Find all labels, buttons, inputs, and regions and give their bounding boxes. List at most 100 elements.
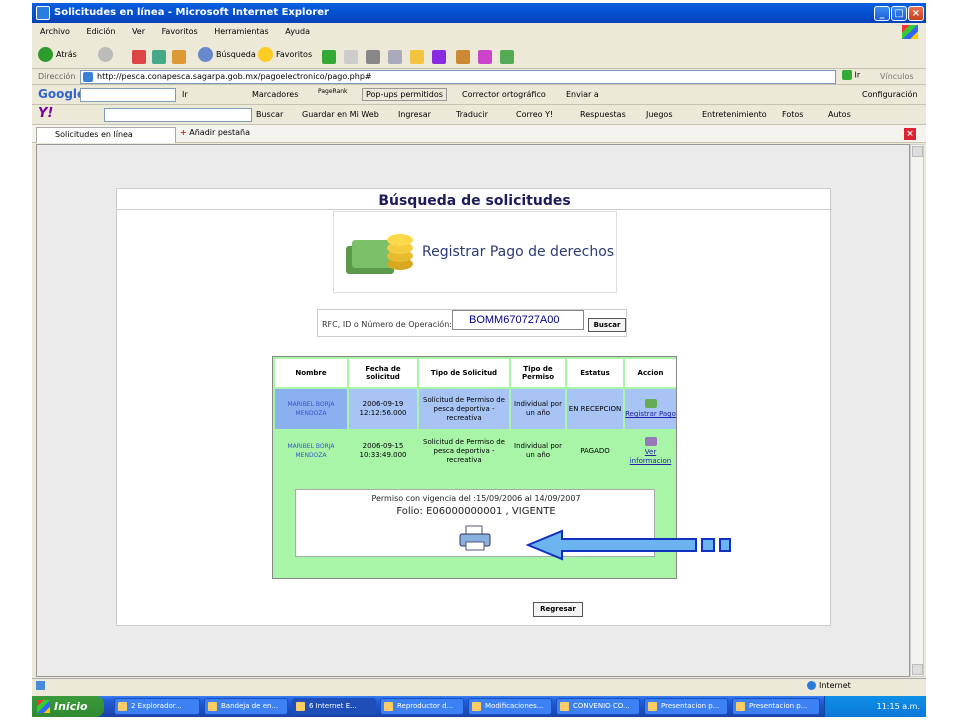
task-ie[interactable]: 6 Internet E... — [292, 698, 376, 715]
menu-ver[interactable]: Ver — [131, 27, 146, 36]
col-estatus: Estatus — [567, 359, 623, 387]
taskbar: Inicio 2 Explorador... Bandeja de en... … — [32, 696, 926, 717]
forward-button[interactable] — [98, 47, 116, 63]
task-ppt-1[interactable]: Presentacion p... — [644, 698, 728, 715]
presentation-icon — [648, 702, 657, 711]
menu-herramientas[interactable]: Herramientas — [214, 27, 269, 36]
type-cell: Solicitud de Permiso de pesca deportiva … — [419, 431, 509, 471]
close-button[interactable]: × — [908, 6, 924, 21]
col-accion: Accion — [625, 359, 676, 387]
google-ir[interactable]: Ir — [182, 90, 188, 99]
address-input[interactable]: http://pesca.conapesca.sagarpa.gob.mx/pa… — [80, 70, 836, 84]
yahoo-buscar-button[interactable]: Buscar — [256, 110, 284, 119]
send-to-button[interactable]: Enviar a — [566, 90, 599, 99]
register-payment-banner[interactable]: Registrar Pago de derechos — [333, 211, 617, 293]
table-row: MARIBEL BORJA MENDOZA 2006-09-19 12:12:5… — [275, 389, 676, 429]
close-tab-button[interactable]: × — [904, 128, 916, 140]
pagerank-indicator: PageRank — [318, 88, 348, 95]
forward-arrow-icon — [98, 47, 113, 62]
search-icon — [198, 47, 213, 62]
go-button[interactable]: Ir — [842, 70, 860, 80]
money-icon — [644, 399, 657, 408]
edit-icon[interactable] — [388, 50, 402, 64]
msn-icon[interactable] — [478, 50, 492, 64]
research-icon[interactable] — [456, 50, 470, 64]
people-icon[interactable] — [500, 50, 514, 64]
scroll-down-icon[interactable] — [912, 664, 923, 675]
table-header: Nombre Fecha de solicitud Tipo de Solici… — [275, 359, 676, 387]
vertical-scrollbar[interactable] — [910, 144, 924, 677]
task-player[interactable]: Reproductor d... — [380, 698, 464, 715]
back-button-page[interactable]: Regresar — [533, 602, 583, 617]
printer-icon[interactable] — [458, 524, 492, 552]
photos-button[interactable]: Fotos — [782, 110, 804, 119]
stop-icon[interactable] — [132, 50, 146, 64]
maximize-button[interactable]: □ — [891, 6, 907, 21]
scroll-up-icon[interactable] — [912, 146, 923, 157]
autos-button[interactable]: Autos — [828, 110, 851, 119]
system-tray: 11:15 a.m. — [824, 696, 926, 717]
games-button[interactable]: Juegos — [646, 110, 673, 119]
tab-bar: Solicitudes en línea + Añadir pestaña × — [32, 125, 926, 143]
task-explorer[interactable]: 2 Explorador... — [114, 698, 200, 715]
back-button[interactable]: Atrás — [38, 47, 77, 63]
folder-icon[interactable] — [410, 50, 424, 64]
task-inbox[interactable]: Bandeja de en... — [204, 698, 288, 715]
tab-solicitudes[interactable]: Solicitudes en línea — [36, 127, 176, 143]
task-ppt-2[interactable]: Presentacion p... — [732, 698, 820, 715]
popups-button[interactable]: Pop-ups permitidos — [362, 88, 447, 101]
add-tab-button[interactable]: + Añadir pestaña — [180, 128, 251, 137]
menu-archivo[interactable]: Archivo — [40, 27, 70, 36]
search-input[interactable]: BOMM670727A00 — [452, 310, 584, 330]
print-icon[interactable] — [366, 50, 380, 64]
page-title: Búsqueda de solicitudes — [378, 193, 571, 209]
messenger-icon[interactable] — [432, 50, 446, 64]
col-fecha: Fecha de solicitud — [349, 359, 417, 387]
history-icon[interactable] — [322, 50, 336, 64]
register-payment-link[interactable]: Registrar Pago — [625, 410, 676, 418]
task-word-2[interactable]: CONVENIO CO... — [556, 698, 640, 715]
page-status-icon — [36, 681, 45, 690]
folder-icon — [118, 702, 127, 711]
menu-favoritos[interactable]: Favoritos — [161, 27, 198, 36]
mail-icon[interactable] — [344, 50, 358, 64]
media-icon — [384, 702, 393, 711]
mail-icon — [208, 702, 217, 711]
links-button[interactable]: Vínculos — [880, 72, 914, 81]
start-button[interactable]: Inicio — [32, 696, 104, 717]
entertainment-button[interactable]: Entretenimiento — [702, 110, 767, 119]
google-search-input[interactable] — [80, 88, 176, 102]
menu-edicion[interactable]: Edición — [86, 27, 116, 36]
folio-text: Folio: E06000000001 , VIGENTE — [396, 506, 556, 517]
login-button[interactable]: Ingresar — [398, 110, 431, 119]
yahoo-search-input[interactable] — [104, 108, 252, 122]
window-titlebar[interactable]: Solicitudes en línea - Microsoft Interne… — [32, 3, 926, 23]
search-button[interactable]: Buscar — [588, 318, 626, 332]
address-bar: Dirección http://pesca.conapesca.sagarpa… — [32, 69, 926, 85]
yahoo-mail-button[interactable]: Correo Y! — [516, 110, 554, 119]
task-word-1[interactable]: Modificaciones... — [468, 698, 552, 715]
settings-button[interactable]: Configuración — [862, 90, 918, 99]
minimize-button[interactable]: _ — [874, 6, 890, 21]
view-info-link[interactable]: Ver informacion — [629, 447, 672, 465]
spellcheck-button[interactable]: Corrector ortográfico — [462, 90, 546, 99]
table-row: MARIBEL BORJA MENDOZA 2006-09-15 10:33:4… — [275, 431, 676, 471]
action-cell: Ver informacion — [625, 431, 676, 471]
clock[interactable]: 11:15 a.m. — [876, 702, 920, 711]
refresh-icon[interactable] — [152, 50, 166, 64]
register-payment-label[interactable]: Registrar Pago de derechos — [422, 244, 615, 260]
answers-button[interactable]: Respuestas — [580, 110, 626, 119]
translate-button[interactable]: Traducir — [456, 110, 488, 119]
search-label: RFC, ID o Número de Operación: — [322, 320, 452, 329]
document-icon — [644, 436, 657, 446]
save-web-button[interactable]: Guardar en Mi Web — [302, 110, 379, 119]
page-icon — [83, 72, 93, 82]
bookmarks-button[interactable]: Marcadores — [252, 90, 299, 99]
favorites-button[interactable]: Favoritos — [258, 47, 312, 63]
search-button[interactable]: Búsqueda — [198, 47, 256, 63]
menu-ayuda[interactable]: Ayuda — [285, 27, 310, 36]
globe-icon — [807, 681, 816, 690]
permit-cell: Individual por un año — [511, 389, 565, 429]
address-label: Dirección — [38, 72, 76, 81]
home-icon[interactable] — [172, 50, 186, 64]
